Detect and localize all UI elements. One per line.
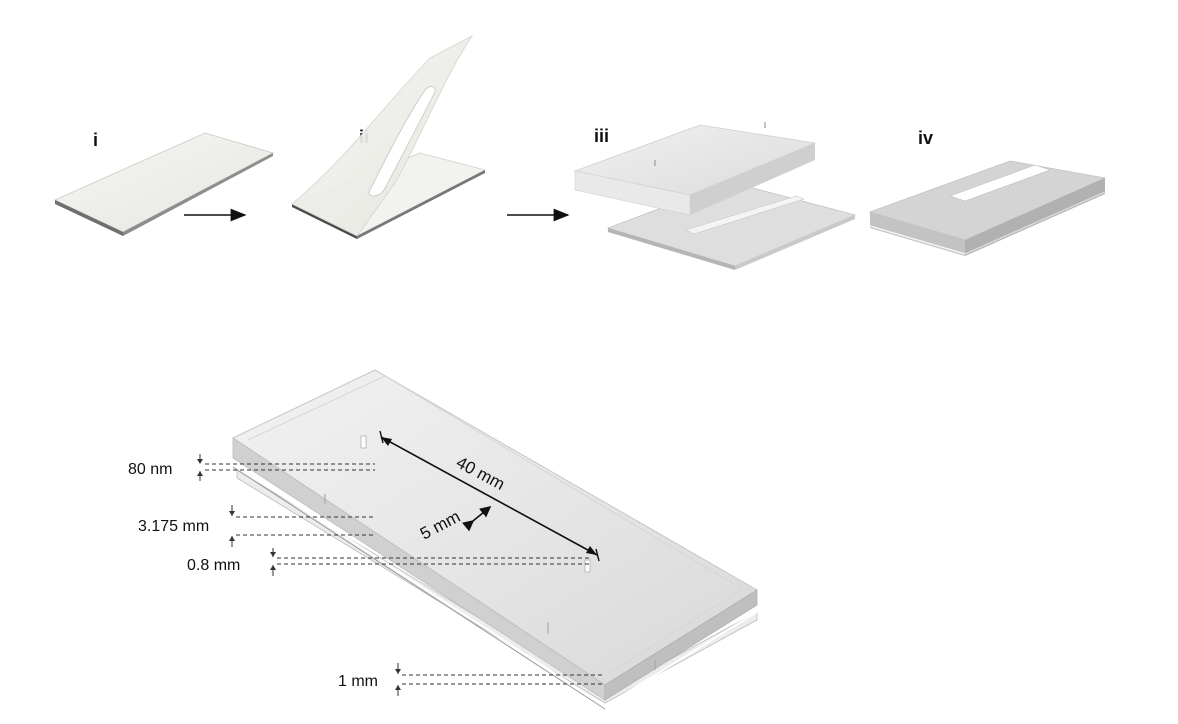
top-layer-thickness-dimension: 3.175 mm: [138, 505, 375, 547]
electrode-thickness-dimension: 80 nm: [128, 454, 375, 481]
device-detail-view: [231, 369, 758, 710]
step-label-iv: iv: [918, 128, 933, 148]
step-label-i: i: [93, 130, 98, 150]
glass-slide-step-i: [54, 132, 275, 236]
assembled-device-step-iv: [868, 160, 1107, 256]
glass-thickness-label: 1 mm: [338, 673, 378, 690]
step-label-iii: iii: [594, 126, 609, 146]
electrode-thickness-label: 80 nm: [128, 461, 172, 478]
top-layer-thickness-label: 3.175 mm: [138, 518, 209, 535]
spacer-thickness-label: 0.8 mm: [187, 557, 240, 574]
glass-thickness-dimension: 1 mm: [338, 663, 605, 696]
adhesive-sheet-step-ii: [291, 34, 487, 239]
spacer-thickness-dimension: 0.8 mm: [187, 548, 590, 576]
exploded-assembly-step-iii: [573, 122, 857, 270]
